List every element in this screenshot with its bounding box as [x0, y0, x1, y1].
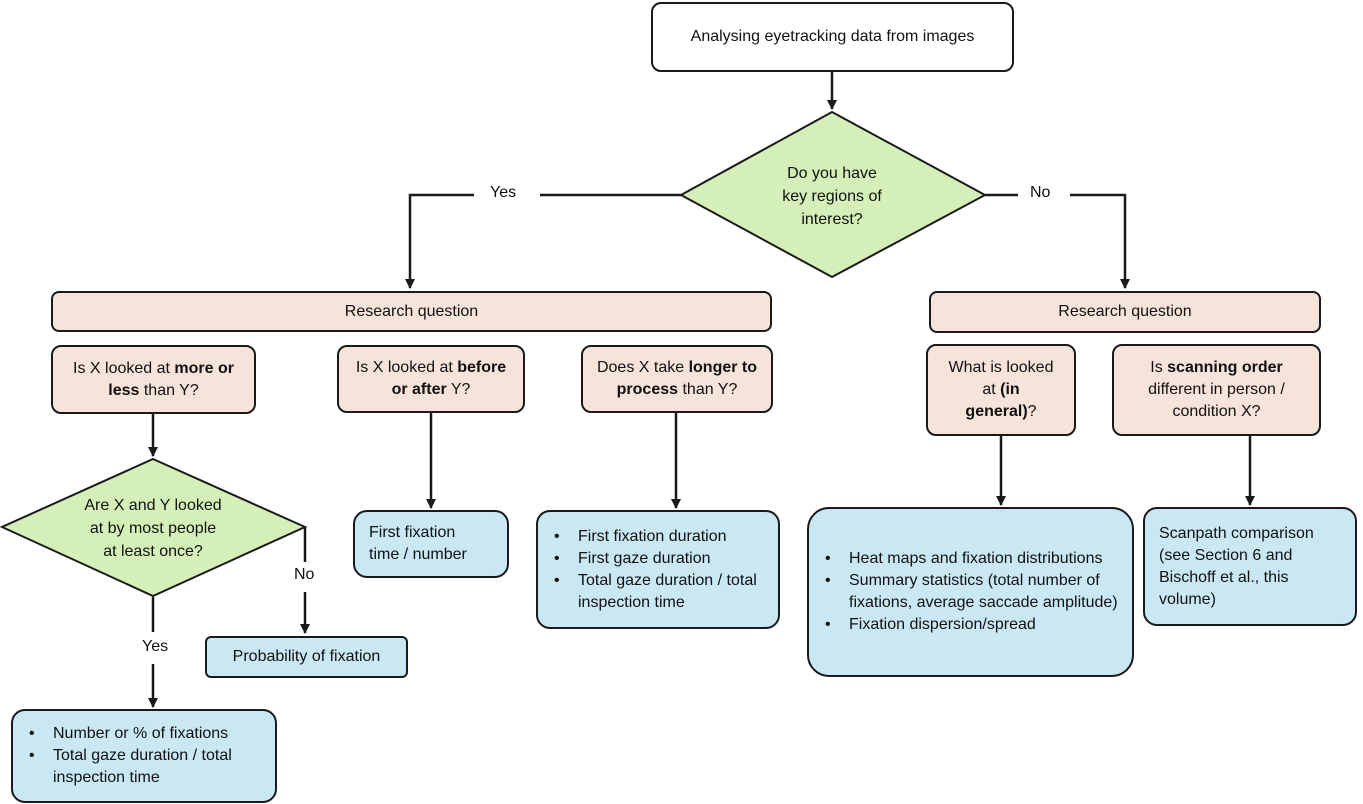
decision-diamond-people	[0, 457, 308, 598]
decision-diamond-regions	[678, 110, 988, 279]
research-question-right-label: Research question	[1058, 303, 1192, 320]
research-question-left: Research question	[51, 291, 772, 332]
start-node: Analysing eyetracking data from images	[651, 2, 1014, 72]
decision-regions-line-3: interest?	[801, 211, 863, 228]
decision-people-line-1: Are X and Y looked	[84, 497, 222, 514]
list-item: Summary statistics (total number of fixa…	[825, 570, 1118, 614]
q4-bold: (in general)	[965, 381, 1028, 420]
list-item: Total gaze duration / total inspection t…	[29, 745, 261, 789]
question-more-or-less: Is X looked at more or less than Y?	[51, 345, 256, 414]
result-first-fixation-label: First fixation time / number	[369, 524, 467, 563]
question-before-or-after-text: Is X looked at before or after Y?	[351, 357, 511, 401]
question-looked-at-general-text: What is looked at (in general)?	[946, 357, 1056, 423]
result-scanpath: Scanpath comparison (see Section 6 and B…	[1143, 507, 1357, 626]
edge-label-yes-people: Yes	[136, 638, 175, 656]
list-item: Number or % of fixations	[29, 723, 261, 745]
q5-pre: Is	[1150, 359, 1168, 376]
list-item: First gaze duration	[554, 548, 764, 570]
edge-label-no-people: No	[288, 566, 321, 584]
decision-regions-label: Do you have key regions of interest?	[752, 162, 912, 231]
decision-regions-line-2: key regions of	[782, 188, 882, 205]
result-heat-maps: Heat maps and fixation distributions Sum…	[807, 507, 1134, 677]
list-item: Fixation dispersion/spread	[825, 614, 1118, 636]
question-scanning-order: Is scanning order different in person / …	[1112, 344, 1321, 436]
decision-people-line-3: at least once?	[103, 543, 203, 560]
result-probability-label: Probability of fixation	[232, 648, 381, 665]
edge-label-no: No	[1024, 184, 1057, 202]
decision-regions-line-1: Do you have	[787, 165, 877, 182]
q3-pre: Does X take	[596, 359, 689, 376]
result-first-fixation-time: First fixation time / number	[353, 510, 509, 578]
list-item: First fixation duration	[554, 526, 764, 548]
q1-pre: Is X looked at	[73, 359, 175, 377]
connector-yes-left-2	[405, 193, 474, 289]
q3-bold: longer to process	[616, 359, 758, 398]
research-question-right: Research question	[929, 291, 1321, 333]
q1-bold: more or less	[108, 359, 234, 399]
q4-post: ?	[1027, 403, 1037, 420]
start-node-label: Analysing eyetracking data from images	[690, 28, 975, 45]
question-looked-at-general: What is looked at (in general)?	[926, 344, 1076, 436]
q1-post: than Y?	[139, 381, 199, 399]
list-item: Heat maps and fixation distributions	[825, 548, 1118, 570]
result-heat-maps-list: Heat maps and fixation distributions Sum…	[823, 548, 1118, 636]
list-item: Total gaze duration / total inspection t…	[554, 570, 764, 614]
result-counts: Number or % of fixations Total gaze dura…	[11, 709, 277, 803]
result-durations-list: First fixation duration First gaze durat…	[552, 526, 764, 614]
decision-people-line-2: at by most people	[89, 520, 217, 537]
result-counts-list: Number or % of fixations Total gaze dura…	[27, 723, 261, 789]
decision-people-label: Are X and Y looked at by most people at …	[66, 494, 240, 563]
q3-post: than Y?	[678, 381, 738, 398]
question-longer-to-process-text: Does X take longer to process than Y?	[591, 357, 763, 401]
q2-pre: Is X looked at	[355, 359, 458, 376]
q5-post: different in person / condition X?	[1148, 381, 1285, 420]
result-scanpath-label: Scanpath comparison (see Section 6 and B…	[1159, 524, 1314, 608]
q5-bold: scanning order	[1167, 359, 1283, 376]
connector-no-right-2	[1070, 193, 1130, 289]
q2-post: Y?	[446, 381, 471, 398]
q2-bold: before or after	[391, 359, 507, 398]
result-durations: First fixation duration First gaze durat…	[536, 510, 780, 629]
question-more-or-less-text: Is X looked at more or less than Y?	[64, 358, 244, 402]
question-before-or-after: Is X looked at before or after Y?	[337, 345, 525, 413]
question-longer-to-process: Does X take longer to process than Y?	[581, 345, 773, 413]
research-question-left-label: Research question	[344, 302, 479, 320]
question-scanning-order-text: Is scanning order different in person / …	[1127, 357, 1307, 423]
q4-pre: What is looked at	[948, 359, 1054, 398]
result-probability-of-fixation: Probability of fixation	[205, 636, 408, 678]
edge-label-yes: Yes	[484, 184, 523, 202]
